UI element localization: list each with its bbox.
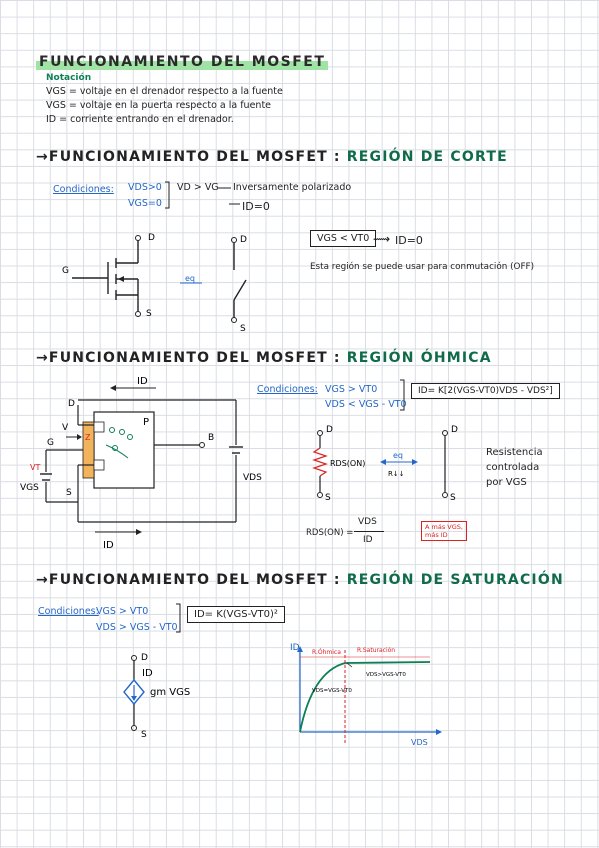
section-prefix: →FUNCIONAMIENTO DEL MOSFET : bbox=[36, 572, 341, 588]
switch-d-label: D bbox=[240, 235, 247, 245]
conditions-label: Condiciones: bbox=[257, 384, 318, 395]
section-region: REGIÓN DE SATURACIÓN bbox=[346, 572, 564, 588]
corte-eq-label: eq bbox=[185, 274, 195, 283]
sat-d-label: D bbox=[141, 653, 148, 663]
corte-d-label: D bbox=[148, 233, 155, 243]
section-prefix: →FUNCIONAMIENTO DEL MOSFET : bbox=[36, 350, 341, 366]
rds-formula-left: RDS(ON) = bbox=[306, 528, 354, 538]
conditions-label: Condiciones: bbox=[53, 184, 114, 195]
condition-line: VDS>0 bbox=[128, 182, 162, 193]
notation-line: VGS = voltaje en el drenador respecto a … bbox=[46, 86, 283, 97]
corte-note: Esta región se puede usar para conmutaci… bbox=[310, 262, 535, 272]
rds-formula-num: VDS bbox=[358, 517, 377, 527]
ohm-s-label: S bbox=[66, 488, 72, 498]
resist-line: por VGS bbox=[486, 477, 527, 488]
corte-box-result: ID=0 bbox=[395, 234, 423, 247]
ohm-id-top: ID bbox=[137, 376, 148, 387]
res-s-label: S bbox=[325, 493, 331, 503]
graph-x-label: VDS bbox=[411, 738, 428, 747]
section-prefix: →FUNCIONAMIENTO DEL MOSFET : bbox=[36, 149, 341, 165]
corte-squiggle: ⟿ bbox=[373, 232, 391, 246]
ohm-id-bottom: ID bbox=[103, 540, 114, 551]
red-note: A más VGS, más ID bbox=[421, 521, 467, 541]
condition-line: VGS > VT0 bbox=[96, 606, 149, 617]
sat-s-label: S bbox=[141, 730, 147, 740]
corte-cond-arrow: VD > VG bbox=[177, 182, 219, 193]
corte-g-label: G bbox=[62, 266, 69, 276]
res-d-label: D bbox=[326, 425, 333, 435]
switch-s-label: S bbox=[240, 324, 246, 334]
ohm-g-label: G bbox=[47, 438, 54, 448]
ohm-eq-label: eq bbox=[393, 451, 403, 460]
notation-heading: Notación bbox=[46, 73, 92, 83]
ohmica-formula-box: ID= K[2(VGS-VT0)VDS - VDS²] bbox=[411, 383, 560, 399]
condition-line: VDS > VGS - VT0 bbox=[96, 622, 178, 633]
section-title-ohmica: →FUNCIONAMIENTO DEL MOSFET : REGIÓN ÓHMI… bbox=[36, 350, 492, 366]
rds-fraction-bar bbox=[354, 531, 384, 532]
ohm-d-label: D bbox=[68, 399, 75, 409]
resist-line: controlada bbox=[486, 462, 540, 473]
graph-region-ohmica: R.Óhmica bbox=[312, 649, 341, 656]
ohm-rll-label: R↓↓ bbox=[388, 470, 405, 478]
conditions-label: Condiciones: bbox=[38, 606, 99, 617]
condition-line: VDS < VGS - VT0 bbox=[325, 399, 407, 410]
rds-formula-den: ID bbox=[363, 535, 373, 545]
notation-block: Notación VGS = voltaje en el drenador re… bbox=[46, 73, 283, 125]
ohm-b-label: B bbox=[208, 433, 214, 443]
page-title: FUNCIONAMIENTO DEL MOSFET bbox=[36, 54, 329, 70]
ohm-p-label: P bbox=[143, 417, 149, 428]
condition-line: VGS=0 bbox=[128, 198, 162, 209]
ohm-vgs-label: VGS bbox=[20, 483, 39, 493]
sat-formula-box: ID= K(VGS-VT0)² bbox=[187, 606, 285, 623]
sat-id-label: ID bbox=[142, 668, 153, 679]
graph-region-sat: R.Saturación bbox=[357, 647, 395, 654]
sat-gm-label: gm VGS bbox=[150, 687, 190, 698]
condition-line: VGS > VT0 bbox=[325, 384, 378, 395]
wire-d-label: D bbox=[451, 425, 458, 435]
corte-s-label: S bbox=[146, 309, 152, 319]
ohm-z-label: Z bbox=[85, 433, 91, 442]
corte-condition-box: VGS < VT0 bbox=[310, 230, 377, 247]
graph-y-label: ID bbox=[290, 643, 300, 653]
corte-result1: Inversamente polarizado bbox=[233, 182, 352, 193]
resist-line: Resistencia bbox=[486, 447, 543, 458]
red-note-line: más ID bbox=[425, 531, 448, 539]
graph-left-note: VDS=VGS-VT0 bbox=[312, 688, 352, 694]
res-rds-label: RDS(ON) bbox=[330, 459, 365, 468]
ohm-vds-label: VDS bbox=[243, 473, 262, 483]
notation-line: ID = corriente entrando en el drenador. bbox=[46, 114, 234, 125]
notation-line: VGS = voltaje en la puerta respecto a la… bbox=[46, 100, 272, 111]
wire-s-label: S bbox=[450, 493, 456, 503]
corte-result2: ID=0 bbox=[242, 200, 270, 213]
red-note-line: A más VGS, bbox=[425, 523, 463, 531]
ohm-vt-label: VT bbox=[30, 463, 40, 472]
section-title-saturacion: →FUNCIONAMIENTO DEL MOSFET : REGIÓN DE S… bbox=[36, 572, 564, 588]
graph-right-note: VDS>VGS-VT0 bbox=[366, 672, 406, 678]
section-region: REGIÓN ÓHMICA bbox=[346, 350, 492, 366]
section-region: REGIÓN DE CORTE bbox=[346, 149, 508, 165]
section-title-corte: →FUNCIONAMIENTO DEL MOSFET : REGIÓN DE C… bbox=[36, 149, 508, 165]
ohm-v-label: V bbox=[62, 423, 69, 433]
